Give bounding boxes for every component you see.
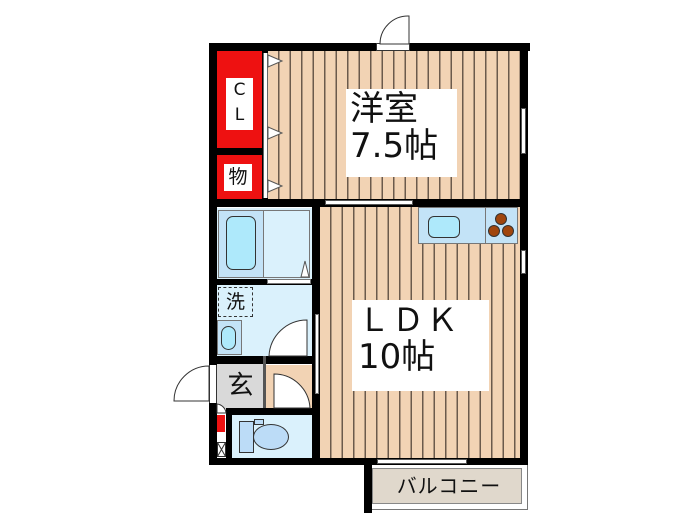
wall-balcony-left	[364, 458, 372, 513]
bathtub-basin	[226, 216, 256, 270]
wall-toilet-left	[226, 408, 232, 465]
washer-label: 洗	[225, 291, 245, 313]
entrance-label: 玄	[227, 371, 254, 401]
door-swing-entrance	[173, 365, 210, 402]
washer-space	[218, 287, 253, 317]
closet-label-c: C	[233, 80, 246, 100]
ldk-size: 10帖	[358, 336, 436, 377]
door-swing-meter	[216, 403, 227, 414]
balcony-floor	[372, 468, 522, 504]
toilet-tank	[239, 421, 254, 453]
window-ldk-right	[521, 250, 526, 274]
closet-door-hinge-2	[267, 126, 284, 140]
closet-door-hinge-1	[267, 54, 284, 68]
door-swing-toilet	[273, 373, 311, 409]
stove-burners-icon	[488, 213, 514, 237]
wall-closet-storage	[209, 148, 267, 155]
wall-left	[209, 43, 217, 465]
closet-label: C L	[226, 78, 253, 130]
wash-basin-bowl	[221, 326, 236, 350]
sliding-door-western-ldk	[325, 200, 413, 205]
balcony-window	[377, 459, 467, 464]
western-room-name: 洋室	[350, 89, 418, 129]
wall-toilet-top	[226, 408, 318, 415]
door-swing-washroom	[268, 319, 308, 357]
pipe-space-icon	[217, 442, 226, 457]
toilet-tank-lid	[254, 419, 264, 425]
western-room-size: 7.5帖	[350, 125, 439, 166]
shower-area	[264, 210, 310, 278]
closet-label-l: L	[234, 105, 245, 125]
closet-door-hinge-3	[267, 179, 284, 193]
storage-label: 物	[224, 164, 252, 191]
bath-door-hinge	[300, 260, 310, 278]
stove-divider	[485, 207, 486, 244]
wall-bath-wash	[209, 279, 317, 285]
entrance-floor	[217, 364, 264, 409]
western-room-label: 洋室 7.5帖	[346, 89, 457, 177]
kitchen-sink	[428, 216, 460, 238]
toilet-bowl	[253, 424, 289, 450]
meter-box	[217, 415, 225, 432]
window-western-right	[521, 108, 526, 154]
sliding-door-hall-ldk	[315, 314, 319, 394]
balcony-label: バルコニー	[396, 474, 502, 498]
closet-door-track	[263, 53, 268, 198]
wall-entrance-right	[263, 356, 266, 410]
bathroom-door	[267, 279, 311, 284]
door-swing-top	[379, 15, 410, 45]
wall-top	[209, 43, 530, 51]
ldk-name: ＬＤＫ	[358, 301, 461, 339]
ldk-label: ＬＤＫ 10帖	[352, 300, 489, 391]
